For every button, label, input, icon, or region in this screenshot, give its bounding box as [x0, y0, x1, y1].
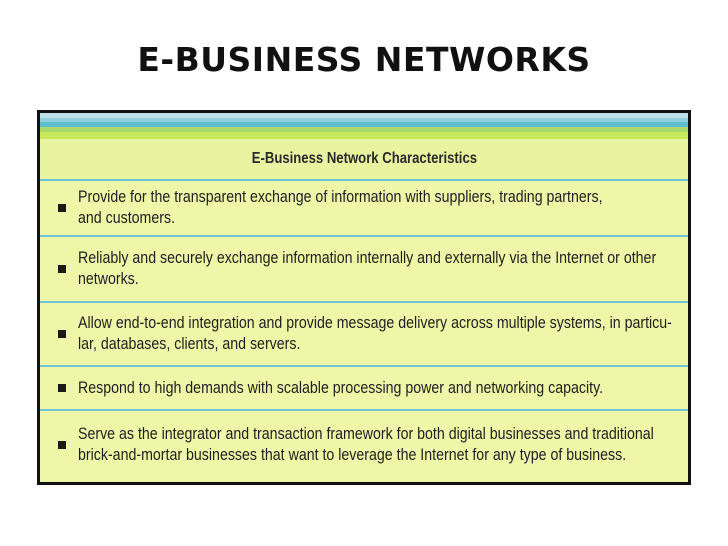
slide-title: E-BUSINESS NETWORKS: [137, 40, 591, 79]
square-bullet-icon: [58, 441, 66, 449]
table-rows: Provide for the transparent exchange of …: [40, 181, 688, 479]
row-line: Provide for the transparent exchange of …: [78, 188, 603, 206]
stripe: [40, 113, 688, 118]
characteristics-table-figure: E-Business Network Characteristics Provi…: [37, 110, 691, 485]
table-row: Serve as the integrator and transaction …: [40, 411, 688, 479]
square-bullet-icon: [58, 384, 66, 392]
row-text: Serve as the integrator and transaction …: [78, 424, 654, 466]
table-header-text: E-Business Network Characteristics: [251, 150, 477, 167]
row-text: Respond to high demands with scalable pr…: [78, 378, 603, 399]
row-line: Respond to high demands with scalable pr…: [78, 378, 604, 397]
row-text: Provide for the transparent exchange of …: [78, 187, 603, 229]
row-line: Allow end-to-end integration and provide…: [78, 314, 672, 332]
table-header: E-Business Network Characteristics: [40, 139, 688, 181]
row-text: Allow end-to-end integration and provide…: [78, 313, 672, 355]
square-bullet-icon: [58, 265, 66, 273]
row-line: lar, databases, clients, and servers.: [78, 335, 301, 353]
row-text: Reliably and securely exchange informati…: [78, 248, 656, 290]
table-row: Provide for the transparent exchange of …: [40, 181, 688, 237]
table-row: Respond to high demands with scalable pr…: [40, 367, 688, 411]
row-line: Reliably and securely exchange informati…: [78, 249, 657, 267]
stripe: [40, 127, 688, 132]
row-line: networks.: [78, 270, 139, 288]
table-row: Reliably and securely exchange informati…: [40, 237, 688, 303]
row-line: Serve as the integrator and transaction …: [78, 425, 654, 443]
row-line: brick-and-mortar businesses that want to…: [78, 446, 627, 464]
table-panel: E-Business Network Characteristics Provi…: [40, 113, 688, 482]
stripe: [40, 122, 688, 127]
table-row: Allow end-to-end integration and provide…: [40, 303, 688, 367]
stripe: [40, 118, 688, 122]
decorative-stripes: [40, 113, 688, 139]
row-line: and customers.: [78, 209, 176, 227]
square-bullet-icon: [58, 330, 66, 338]
stripe: [40, 132, 688, 139]
square-bullet-icon: [58, 204, 66, 212]
